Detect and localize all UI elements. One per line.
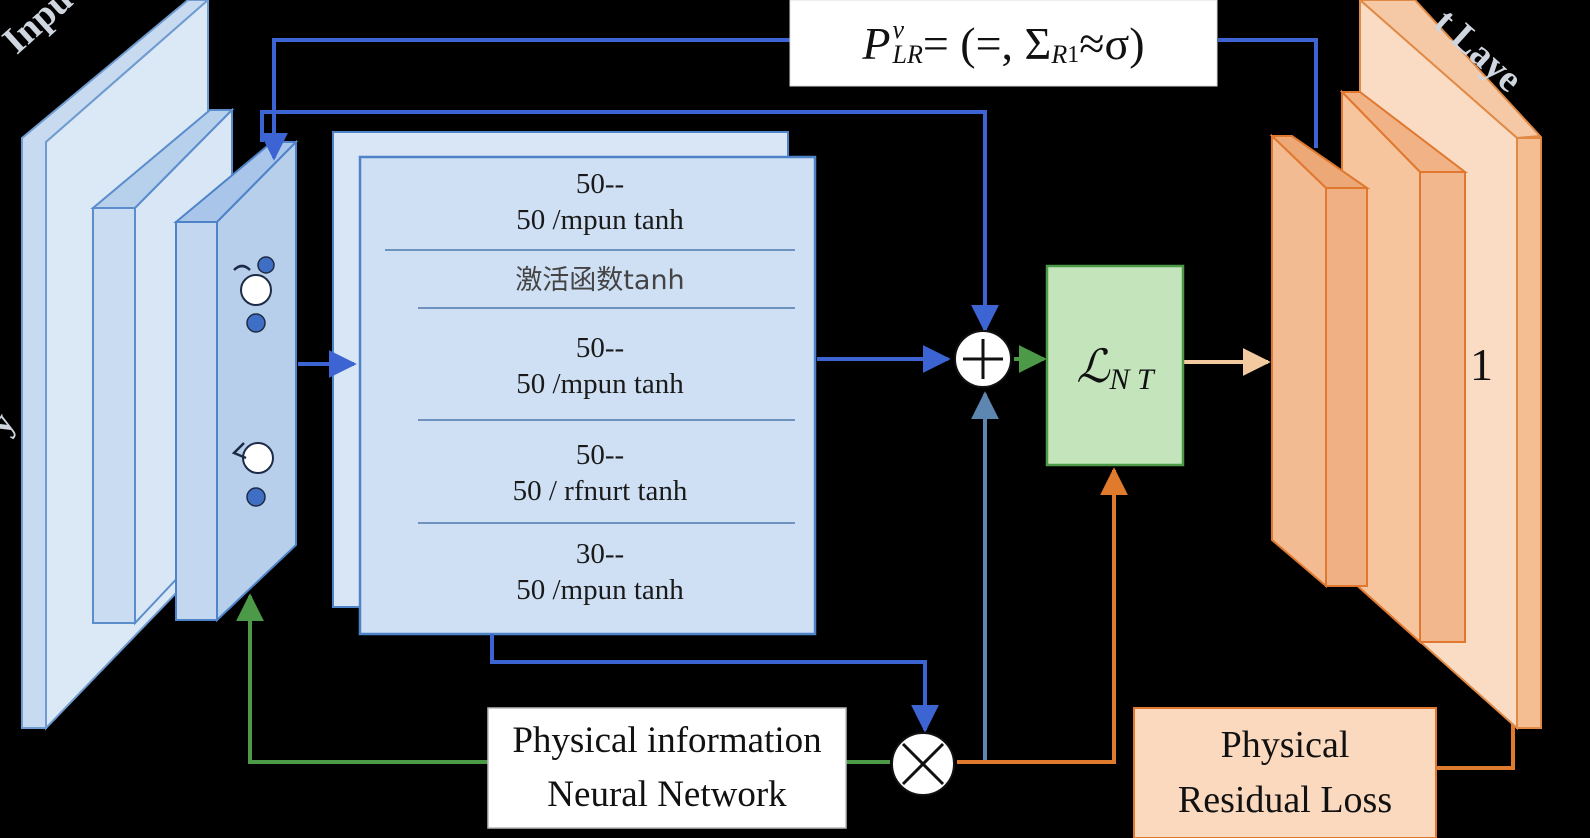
residual-label-line1: Physical <box>1220 723 1350 766</box>
formula-sub2b: 1 <box>1067 41 1080 68</box>
blue-flows <box>260 38 1318 733</box>
stack-row-1: 50-- 50 /mpun tanh <box>385 166 815 239</box>
stack-row-2: 激活函数tanh <box>385 264 815 298</box>
stack-row-2-bottom: 激活函数tanh <box>515 265 685 296</box>
stack-row-3-top: 50-- <box>575 332 625 364</box>
stack-to-multiply-line <box>490 634 939 733</box>
pinn-label-line1: Physical information <box>512 720 822 762</box>
formula-to-input-line <box>260 38 790 161</box>
sum-operator <box>954 330 1012 388</box>
pinn-label-line2: Neural Network <box>547 774 787 815</box>
formula-sub: LR <box>892 40 923 69</box>
stack-row-4-bottom: 50 / rfnurt tanh <box>512 475 688 508</box>
stack-row-1-bottom: 50 /mpun tanh <box>516 204 684 237</box>
pinn-label: Physical information Neural Network <box>488 708 846 828</box>
residual-label-line2: Residual Loss <box>1177 779 1393 821</box>
output-value: 1 <box>1470 339 1493 390</box>
residual-loss-label: Physical Residual Loss <box>1134 708 1436 838</box>
formula-sub2: R <box>1051 40 1068 69</box>
multiply-operator <box>891 732 955 796</box>
pinn-box-frame <box>487 707 847 829</box>
stack-row-5-bottom: 50 /mpun tanh <box>516 574 684 607</box>
input-layer-front-panel <box>173 139 299 623</box>
residual-to-output-line <box>1437 705 1515 770</box>
formula-to-output-line <box>1218 38 1318 148</box>
input-to-sum-skip-line <box>260 110 999 333</box>
multiply-to-loss-line <box>957 467 1128 764</box>
stack-row-4-top: 50-- <box>575 439 625 471</box>
stack-row-5-top: 30-- <box>575 538 625 570</box>
stack-row-1-top: 50-- <box>575 168 625 200</box>
output-layer-front-panel <box>1269 133 1371 589</box>
hidden-stack-front-card <box>358 155 817 636</box>
loss-symbol: ℒ <box>1076 338 1110 393</box>
loss-subscript: N T <box>1109 362 1154 396</box>
formula-sup: v <box>892 15 905 45</box>
formula-tail: ≈σ) <box>1079 17 1145 69</box>
loss-box <box>1045 264 1185 467</box>
feedback-to-input-line <box>236 593 488 764</box>
stack-row-4: 50-- 50 / rfnurt tanh <box>385 437 815 510</box>
input-neuron-top <box>233 256 275 333</box>
input-neuron-bottom <box>231 442 274 507</box>
stack-row-3: 50-- 50 /mpun tanh <box>385 330 815 403</box>
residual-box-frame <box>1133 707 1437 838</box>
hidden-stack-dividers <box>385 249 795 524</box>
formula-base: P <box>862 17 891 69</box>
stack-row-5: 30-- 50 /mpun tanh <box>385 536 815 609</box>
formula-body: = (=, Σ <box>922 17 1052 69</box>
formula-box-frame <box>789 0 1218 87</box>
stack-row-3-bottom: 50 /mpun tanh <box>516 368 684 401</box>
